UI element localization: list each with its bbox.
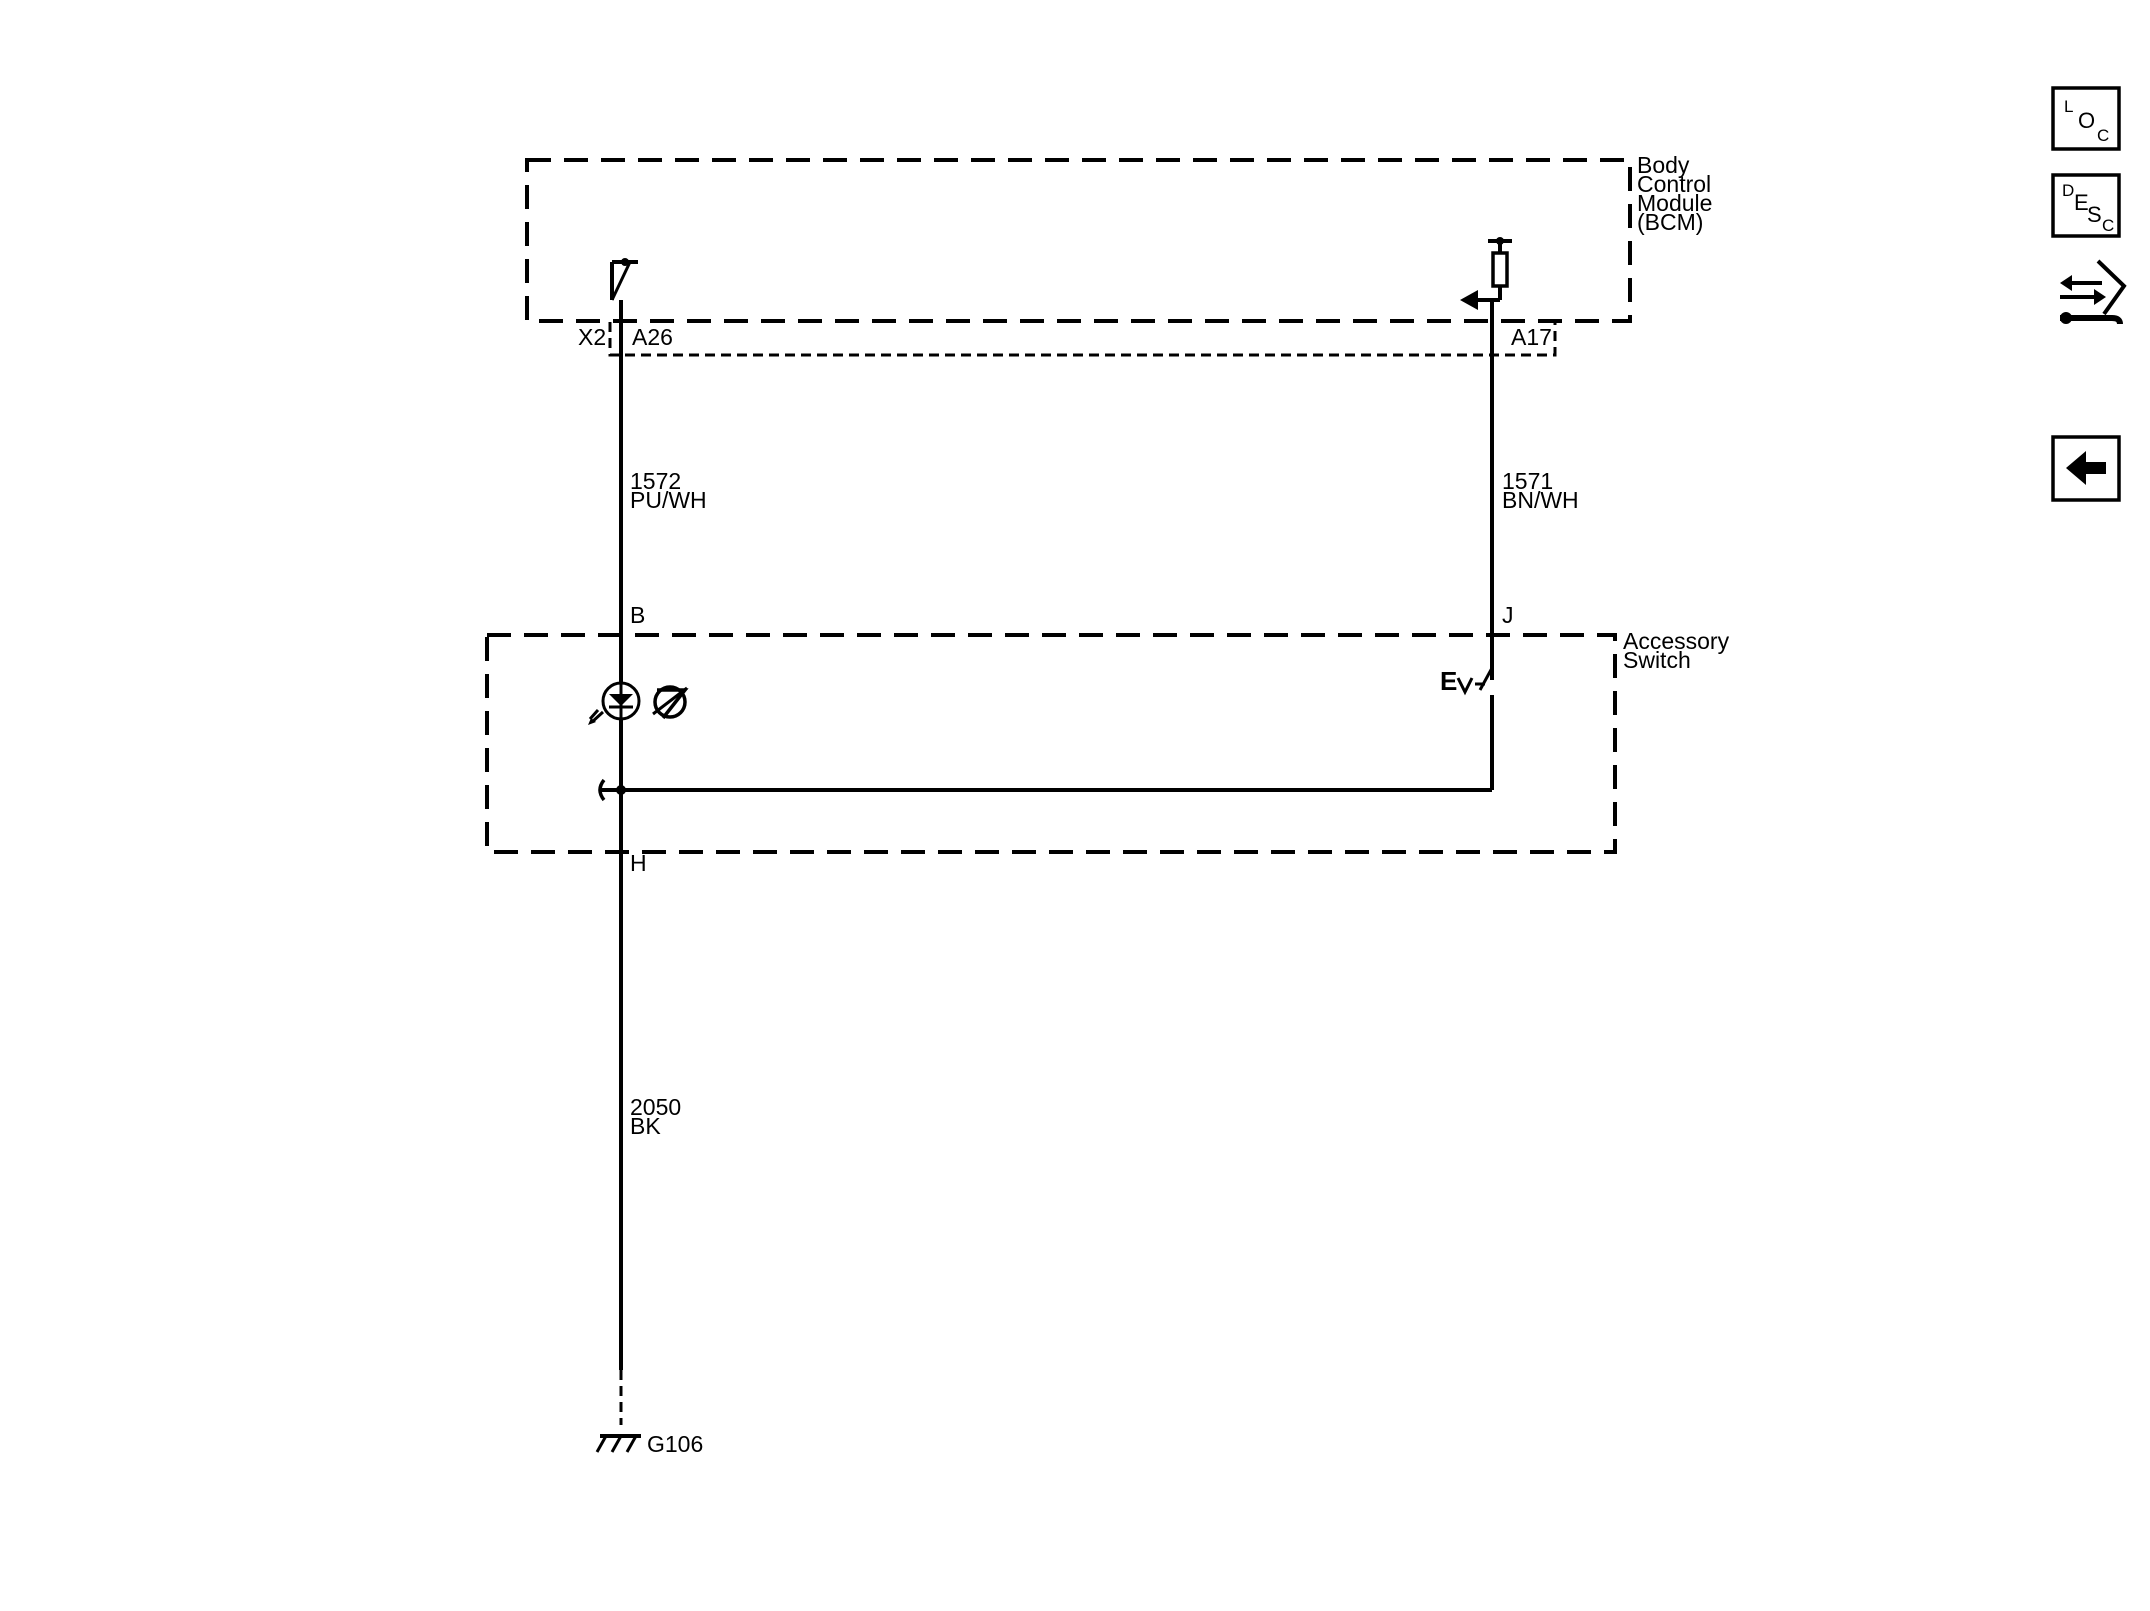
connector-j: J [1502, 602, 1514, 628]
svg-text:C: C [2097, 126, 2109, 145]
loc-icon: L O C [2064, 97, 2109, 145]
connector-swap-button[interactable] [2053, 255, 2127, 335]
wire-1572-circuit: 1572 [630, 468, 681, 494]
wire-1571-color: BN/WH [1502, 487, 1579, 513]
bcm-module: Body Control Module (BCM) [525, 152, 1719, 357]
accessory-switch-module: Accessory Switch E [485, 628, 1735, 854]
loc-button[interactable]: L O C [2051, 86, 2121, 151]
desc-button[interactable]: D E S C [2051, 173, 2121, 238]
bcm-connector-strip [608, 322, 1557, 357]
connector-a26: A26 [632, 324, 673, 350]
svg-text:L: L [2064, 97, 2073, 116]
accessory-switch-boundary [485, 633, 1617, 854]
svg-text:D: D [2062, 181, 2074, 200]
svg-text:S: S [2087, 202, 2102, 227]
wire-2050-color: BK [630, 1113, 661, 1139]
connector-a17: A17 [1511, 324, 1552, 350]
wire-1571-label: 1571 BN/WH [1502, 468, 1579, 513]
accessory-switch-label: Accessory Switch [1623, 628, 1735, 673]
momentary-switch: E [1440, 666, 1494, 790]
led-indicator [588, 681, 641, 725]
ground-label: G106 [647, 1431, 703, 1457]
bcm-boundary [525, 158, 1632, 323]
connector-swap-icon [2060, 259, 2127, 325]
svg-text:E: E [2074, 190, 2089, 215]
desc-icon: D E S C [2062, 181, 2114, 235]
wire-1572-color: PU/WH [630, 487, 707, 513]
svg-text:O: O [2078, 108, 2095, 133]
ground-symbol [595, 1434, 641, 1453]
wire-2050-circuit: 2050 [630, 1094, 681, 1120]
connector-h: H [630, 850, 647, 876]
switch-actuator-icon: E [1440, 666, 1457, 696]
bcm-label: Body Control Module (BCM) [1637, 152, 1719, 235]
wire-1572-label: 1572 PU/WH [630, 468, 707, 513]
back-arrow-icon [2066, 451, 2106, 485]
bcm-internal-switch [610, 258, 638, 301]
eco-lamp-icon [652, 685, 689, 720]
wire-2050-label: 2050 BK [630, 1094, 688, 1139]
bcm-pullup-resistor [1460, 237, 1512, 310]
connector-x2: X2 [578, 324, 606, 350]
wire-1571-circuit: 1571 [1502, 468, 1553, 494]
back-button[interactable] [2051, 435, 2121, 502]
connector-b: B [630, 602, 645, 628]
svg-text:C: C [2102, 216, 2114, 235]
